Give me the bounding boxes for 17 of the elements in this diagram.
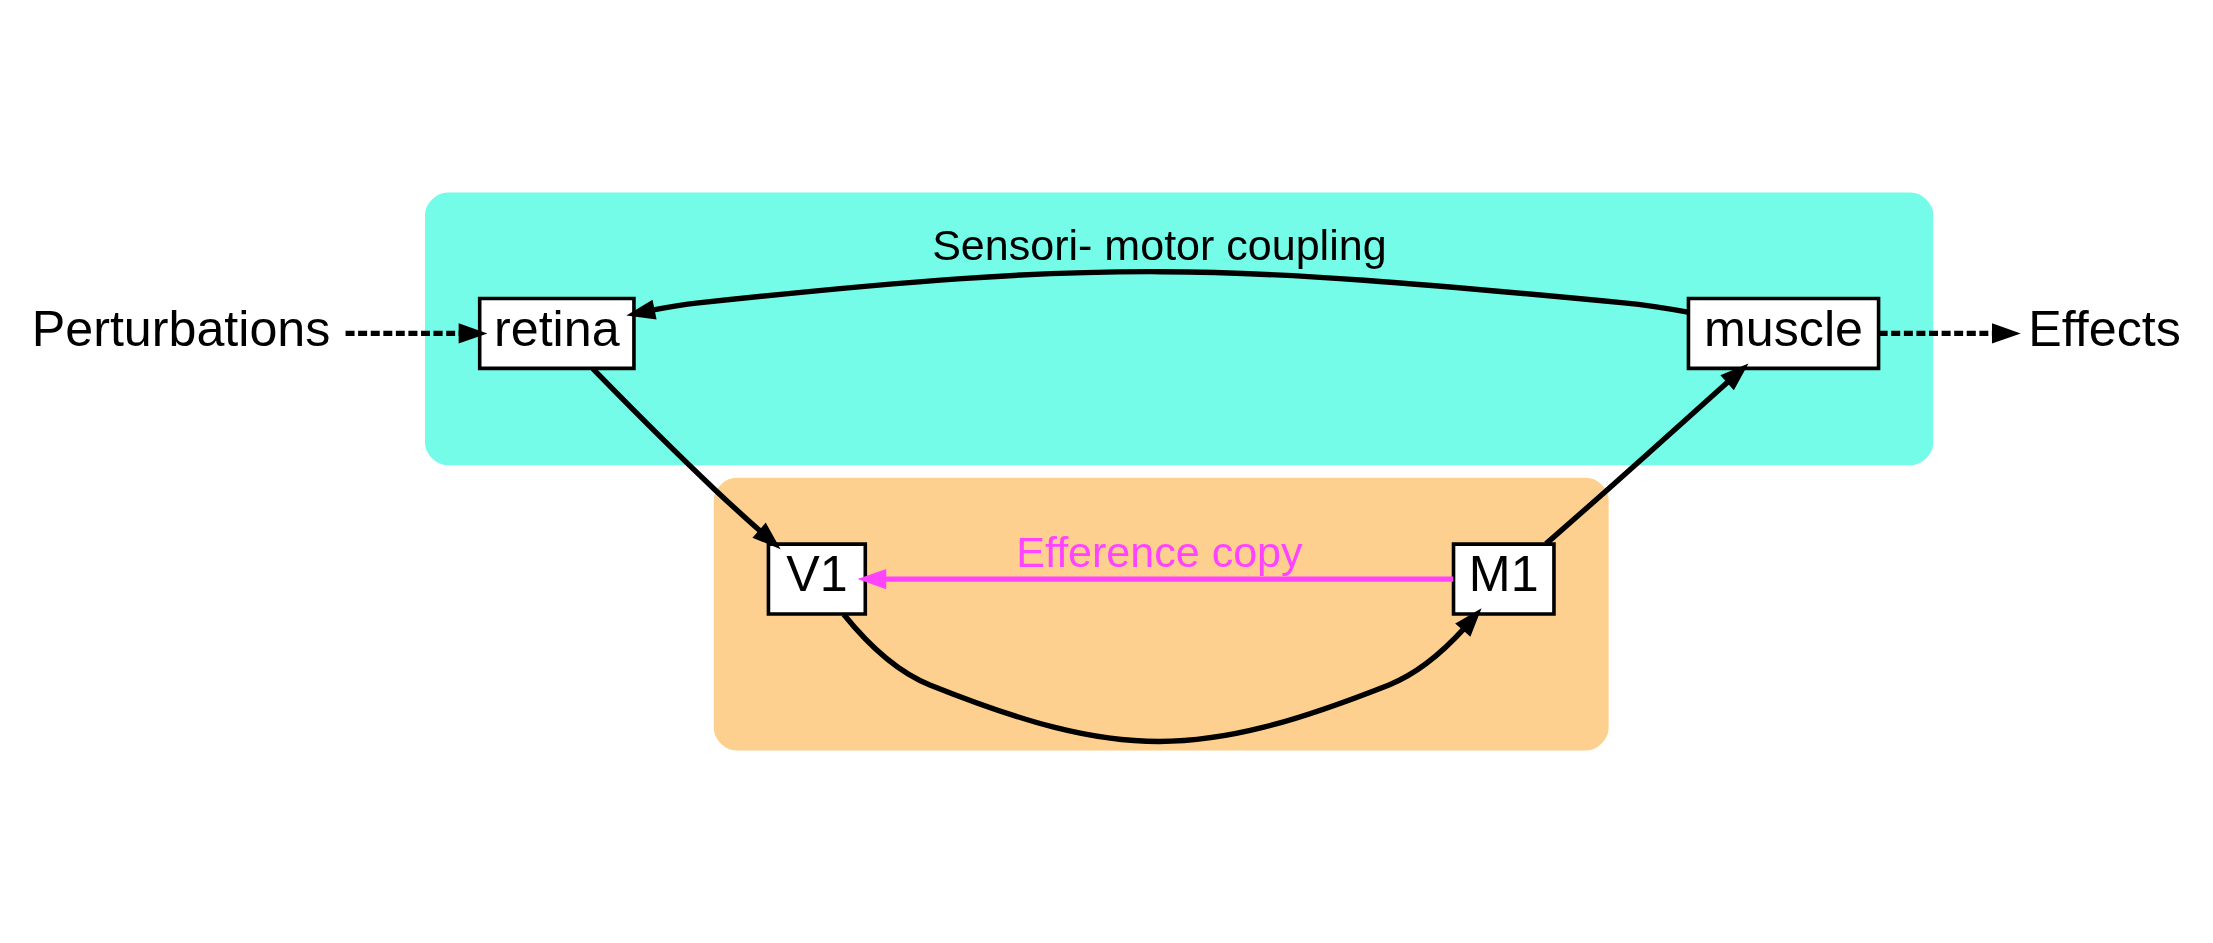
node-box: muscle [1686, 296, 1881, 371]
node-text: Effects [2028, 300, 2181, 357]
node-box: retina [477, 296, 636, 371]
arrow [590, 366, 781, 550]
arrow [857, 569, 1454, 590]
cluster [425, 192, 1934, 466]
node-box: V1 [766, 542, 868, 616]
cluster [713, 477, 1609, 751]
arrow [345, 323, 488, 344]
node-box: M1 [1451, 542, 1556, 616]
arrow [1544, 363, 1749, 546]
edge-label: Sensori- motor coupling [932, 221, 1387, 270]
arrow [1878, 323, 2021, 344]
arrow [626, 269, 1689, 320]
arrow [841, 608, 1482, 744]
node-text: Perturbations [31, 300, 331, 357]
edge-label: Efference copy [1016, 527, 1303, 576]
